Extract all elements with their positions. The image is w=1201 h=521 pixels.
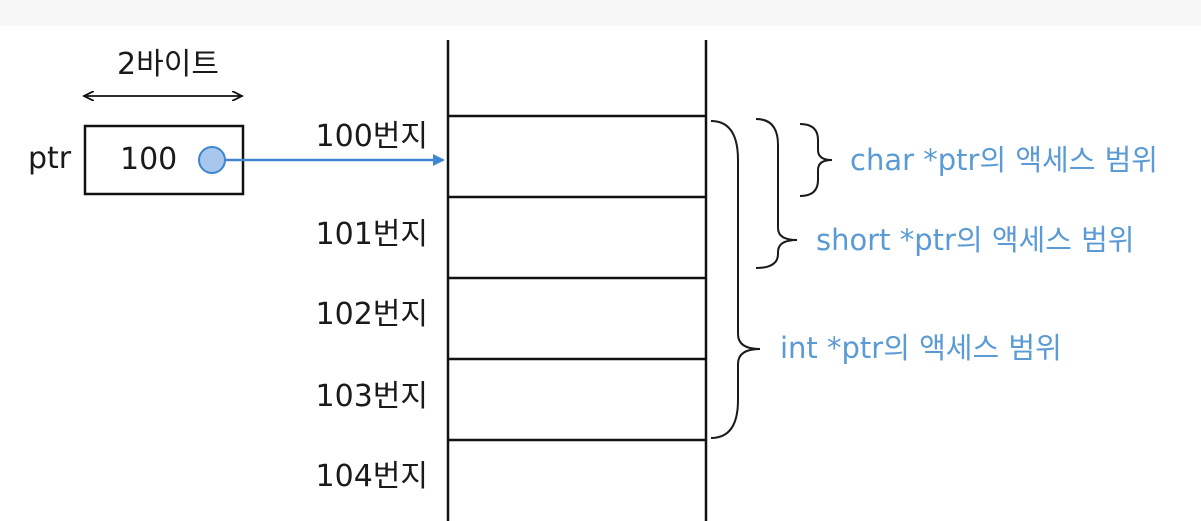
char-range-label: char *ptr의 액세스 범위 (850, 143, 1158, 177)
int-range-brace (710, 120, 761, 439)
top-strip (0, 0, 1201, 26)
pointer-value: 100 (120, 142, 177, 177)
address-label-103: 103번지 (316, 379, 428, 414)
address-label-104: 104번지 (316, 459, 428, 494)
address-label-100: 100번지 (316, 119, 428, 154)
address-label-102: 102번지 (316, 297, 428, 332)
short-range-label: short *ptr의 액세스 범위 (816, 223, 1134, 257)
short-range-brace (755, 118, 798, 269)
size-label: 2바이트 (117, 47, 219, 82)
pointer-dot (198, 146, 226, 174)
int-range-label: int *ptr의 액세스 범위 (780, 331, 1062, 365)
pointer-name: ptr (28, 141, 72, 176)
address-label-101: 101번지 (316, 217, 428, 252)
char-range-brace (799, 123, 833, 197)
